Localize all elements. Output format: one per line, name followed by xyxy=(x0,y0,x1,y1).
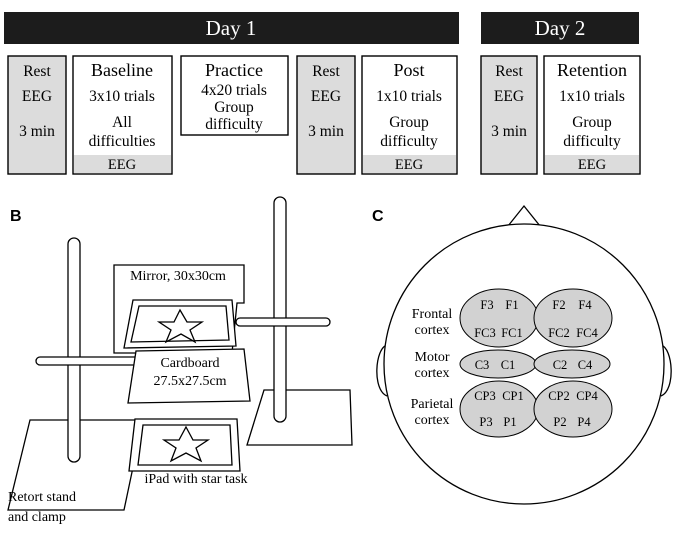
practice-line1: 4x20 trials xyxy=(201,82,267,99)
mirror-star-icon xyxy=(156,308,205,344)
post-box: Post 1x10 trials Group difficulty EEG xyxy=(361,55,458,175)
baseline-line1: 3x10 trials xyxy=(89,88,155,105)
right-stand-pole xyxy=(273,196,287,423)
left-stand-pole xyxy=(67,237,81,463)
electrode-c1: C1 xyxy=(501,358,516,372)
panel-a: A Day 1 Day 2 Rest EEG 3 min Baseline 3x… xyxy=(4,12,641,175)
electrode-c3: C3 xyxy=(475,358,490,372)
practice-box: Practice 4x20 trials Group difficulty xyxy=(180,55,289,136)
stand-label-line1: Retort stand xyxy=(8,490,76,505)
region-frontal-line2: cortex xyxy=(415,323,450,338)
retention-line1: 1x10 trials xyxy=(559,88,625,105)
rest-box-2-line2: EEG xyxy=(311,88,341,105)
electrode-c4: C4 xyxy=(578,358,593,372)
ipad-label: iPad with star task xyxy=(144,472,247,487)
day1-bar xyxy=(4,12,459,44)
rest-box-2: Rest EEG 3 min xyxy=(296,55,356,175)
cardboard-label-line1: Cardboard xyxy=(160,356,219,371)
roi-motor-right xyxy=(533,349,611,379)
electrode-p1: P1 xyxy=(503,415,516,429)
day2-bar xyxy=(481,12,639,44)
left-stand-base xyxy=(7,419,144,511)
practice-line2: Group xyxy=(214,99,254,116)
right-stand-arm xyxy=(235,317,331,327)
cardboard-label-line2: 27.5x27.5cm xyxy=(153,374,226,389)
rest-box-1-line1: Rest xyxy=(23,63,51,80)
rest-box-3-line3: 3 min xyxy=(491,123,527,140)
electrode-p3: P3 xyxy=(479,415,492,429)
rest-box-1-line3: 3 min xyxy=(19,123,55,140)
post-line1: 1x10 trials xyxy=(376,88,442,105)
electrode-cp3: CP3 xyxy=(474,389,496,403)
retention-eeg: EEG xyxy=(578,157,607,173)
electrode-fc4: FC4 xyxy=(576,326,598,340)
baseline-line3: difficulties xyxy=(89,133,156,150)
rest-box-1: Rest EEG 3 min xyxy=(7,55,67,175)
electrode-f3: F3 xyxy=(480,298,493,312)
post-line3: difficulty xyxy=(380,133,438,150)
rest-box-3-line2: EEG xyxy=(494,88,524,105)
retention-line3: difficulty xyxy=(563,133,621,150)
region-parietal-line2: cortex xyxy=(415,413,450,428)
head-nose xyxy=(506,204,542,227)
baseline-eeg: EEG xyxy=(108,157,137,173)
post-line2: Group xyxy=(389,114,429,131)
electrode-f2: F2 xyxy=(552,298,565,312)
stand-label-line2: and clamp xyxy=(8,510,66,525)
region-frontal-line1: Frontal xyxy=(412,307,453,322)
electrode-cp2: CP2 xyxy=(548,389,570,403)
electrode-f4: F4 xyxy=(578,298,592,312)
electrode-p4: P4 xyxy=(577,415,591,429)
roi-parietal-left xyxy=(459,380,539,438)
panel-c-label: C xyxy=(372,208,384,225)
electrode-c2: C2 xyxy=(553,358,568,372)
retention-line2: Group xyxy=(572,114,612,131)
electrode-fc3: FC3 xyxy=(474,326,496,340)
region-parietal-line1: Parietal xyxy=(411,397,454,412)
roi-frontal-right xyxy=(533,288,613,348)
baseline-box: Baseline 3x10 trials All difficulties EE… xyxy=(72,55,173,175)
post-eeg: EEG xyxy=(395,157,424,173)
rest-box-3-line1: Rest xyxy=(495,63,523,80)
baseline-line2: All xyxy=(112,114,132,131)
panel-c: C Frontal cortex Motor cortex Parietal c… xyxy=(372,204,672,505)
practice-line3: difficulty xyxy=(205,116,263,133)
electrode-cp1: CP1 xyxy=(502,389,524,403)
ipad-star-icon xyxy=(161,425,211,463)
mirror-label: Mirror, 30x30cm xyxy=(130,269,226,284)
practice-title: Practice xyxy=(205,60,263,80)
panel-b-label: B xyxy=(10,208,22,225)
rest-box-3: Rest EEG 3 min xyxy=(480,55,538,175)
retention-box: Retention 1x10 trials Group difficulty E… xyxy=(543,55,641,175)
day1-label: Day 1 xyxy=(206,16,257,40)
electrode-fc2: FC2 xyxy=(548,326,570,340)
roi-parietal-right xyxy=(533,380,613,438)
rest-box-2-line1: Rest xyxy=(312,63,340,80)
retention-title: Retention xyxy=(557,60,627,80)
region-motor-line1: Motor xyxy=(415,350,450,365)
right-stand-base xyxy=(246,389,353,446)
electrode-cp4: CP4 xyxy=(576,389,598,403)
electrode-p2: P2 xyxy=(553,415,566,429)
electrode-f1: F1 xyxy=(505,298,518,312)
day2-label: Day 2 xyxy=(535,16,586,40)
baseline-title: Baseline xyxy=(91,60,153,80)
roi-frontal-left xyxy=(459,288,539,348)
post-title: Post xyxy=(393,60,424,80)
region-motor-line2: cortex xyxy=(415,366,450,381)
panel-b: B Mirror, 30x30cm Cardboard 27.5x27.5cm … xyxy=(7,196,353,525)
rest-box-2-line3: 3 min xyxy=(308,123,344,140)
roi-motor-left xyxy=(459,349,537,379)
cardboard-sheet xyxy=(127,348,251,404)
electrode-fc1: FC1 xyxy=(501,326,523,340)
rest-box-1-line2: EEG xyxy=(22,88,52,105)
